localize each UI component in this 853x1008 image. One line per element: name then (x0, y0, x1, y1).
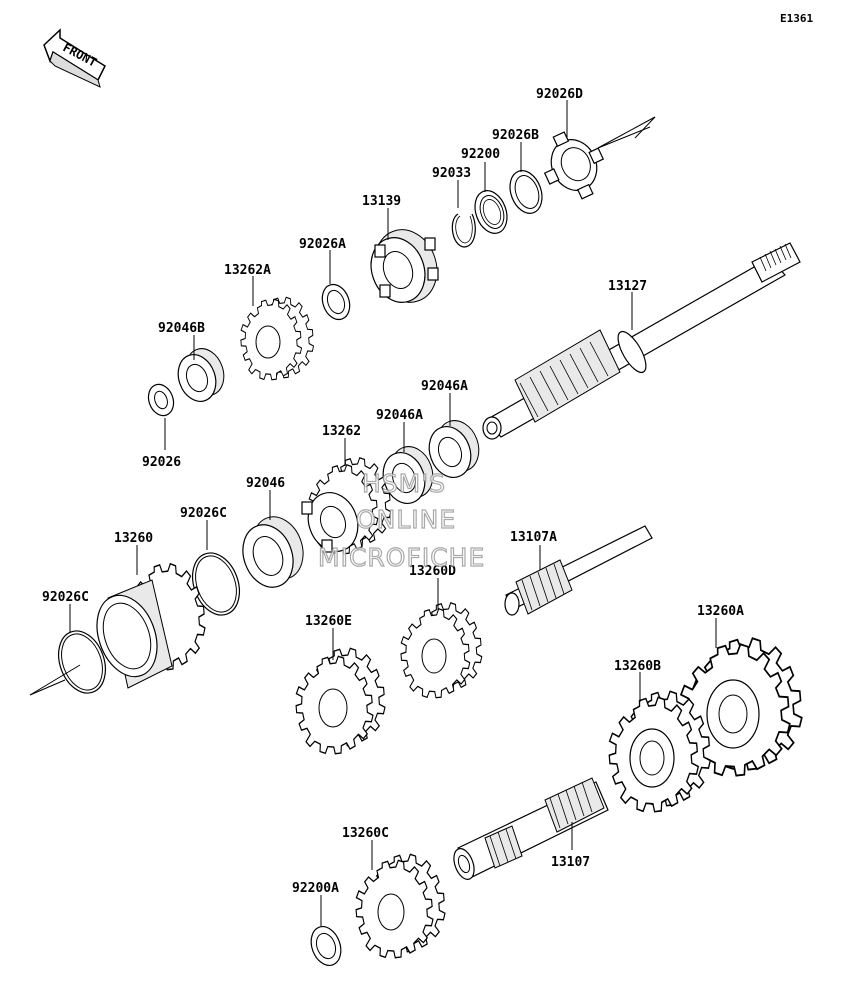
part-label-13262A: 13262A (224, 263, 271, 278)
washer-92026A (321, 283, 351, 321)
part-label-92200A: 92200A (292, 881, 339, 896)
snap-ring-92033 (451, 213, 476, 248)
front-arrow-icon: FRONT (43, 28, 106, 88)
gear-13260B (598, 679, 721, 825)
bearing-92046B (177, 348, 225, 402)
part-label-92026C-2: 92026C (42, 590, 89, 605)
washer-92026B (509, 170, 543, 214)
circlip-92026D (543, 131, 605, 200)
part-label-92200: 92200 (461, 147, 500, 162)
watermark-line-1: HSM'S (362, 469, 446, 498)
part-label-92026D: 92026D (536, 87, 583, 102)
part-label-13260A: 13260A (697, 604, 744, 619)
bearing-92046A-upper (428, 420, 480, 478)
ring-92026C-upper (192, 552, 240, 616)
gear-13260D (392, 593, 490, 708)
bearing-92046A-lower (382, 446, 434, 504)
part-label-13127: 13127 (608, 279, 647, 294)
part-label-13260C: 13260C (342, 826, 389, 841)
part-label-13260E: 13260E (305, 614, 352, 629)
part-label-13260B: 13260B (614, 659, 661, 674)
washer-92200A (310, 926, 342, 966)
gear-13262A (233, 288, 321, 389)
gear-13260C (346, 843, 455, 969)
watermark-line-2: ONLINE (356, 505, 456, 534)
diagram-code: E1361 (780, 12, 813, 25)
shaft-13127 (482, 242, 801, 440)
part-label-92026A: 92026A (299, 237, 346, 252)
bearing-92046 (242, 516, 304, 588)
watermark: HSM'S ONLINE MICROFICHE (317, 468, 485, 572)
part-label-92026C-1: 92026C (180, 506, 227, 521)
dog-clutch-13139 (370, 229, 439, 303)
gear-13262 (300, 448, 399, 564)
part-label-92026B: 92026B (492, 128, 539, 143)
gear-13260A (667, 624, 815, 791)
gear-13260E (286, 637, 395, 765)
part-label-13262: 13262 (322, 424, 361, 439)
alignment-arrow-upper (597, 116, 656, 149)
alignment-arrow-lower (29, 664, 81, 696)
part-label-13260D: 13260D (409, 564, 456, 579)
watermark-line-3: MICROFICHE (318, 543, 485, 572)
part-label-92046: 92046 (246, 476, 285, 491)
part-label-13107A: 13107A (510, 530, 557, 545)
shaft-13107 (453, 777, 609, 880)
washer-92200 (474, 190, 508, 234)
part-label-92046A-1: 92046A (421, 379, 468, 394)
gear-13260 (96, 552, 215, 689)
washer-92026 (147, 383, 175, 417)
shaft-13107A (504, 525, 653, 616)
part-label-13107: 13107 (551, 855, 590, 870)
part-label-92033: 92033 (432, 166, 471, 181)
part-label-92046B: 92046B (158, 321, 205, 336)
part-label-92026: 92026 (142, 455, 181, 470)
ring-92026C-lower (58, 630, 106, 694)
part-label-92046A-2: 92046A (376, 408, 423, 423)
part-label-13139: 13139 (362, 194, 401, 209)
part-label-13260: 13260 (114, 531, 153, 546)
